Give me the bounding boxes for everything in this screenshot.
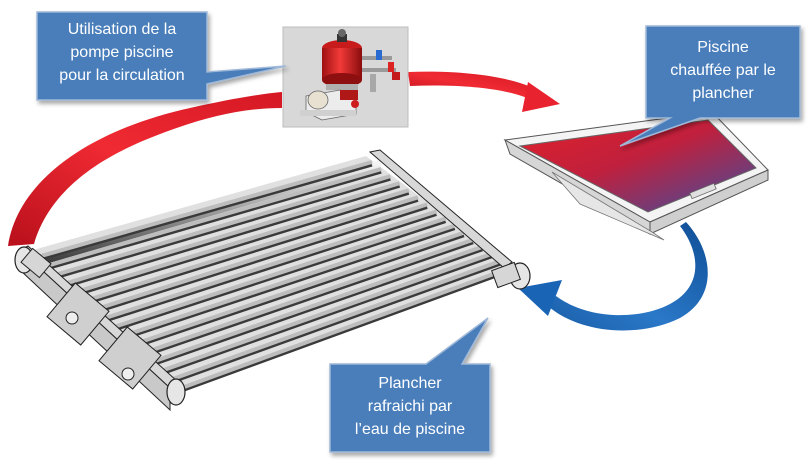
floor-tube-shadow [90,205,428,316]
floor-tube [99,209,438,322]
callout-pump [36,11,287,101]
callout-pool-text: Piscine chauffée par le plancher [646,36,800,105]
blue-flow-arrow [518,222,708,331]
floor-tube-shadow [99,213,437,325]
floor-tube-shadow [147,248,483,369]
callout-floor-line-3: l’eau de piscine [354,421,466,438]
floor-tube [137,237,474,357]
floor-tube-shadow [33,163,373,263]
callout-pool-line-1: Piscine [697,39,749,56]
floor-tube [42,167,382,269]
callout-pump-line-2: pompe piscine [70,44,174,61]
floor-tube [109,216,447,331]
callout-floor-line-1: Plancher [378,375,442,392]
callout-pump-line-3: pour la circulation [59,67,185,84]
floor-tube-shadow [128,234,465,351]
callout-pump-line-1: Utilisation de la [67,21,177,38]
pool-basin-icon [503,111,769,241]
floor-tube [52,174,391,278]
floor-tube [80,195,419,304]
floor-tube [90,202,428,313]
floor-tube-shadow [109,220,447,333]
red-flow-arrow-arc [8,92,282,246]
floor-tube-shadow [80,198,419,307]
floor-tube [175,266,511,392]
floor-tube-shadow [43,170,382,272]
floor-tube-shadow [52,177,391,281]
floor-tube [165,259,502,384]
callout-floor [329,317,491,453]
floor-fittings [14,246,531,406]
floor-tube [33,160,373,260]
floor-tube [118,223,456,340]
heating-floor-panel-icon [14,149,531,412]
callout-pool-line-3: plancher [692,85,754,102]
floor-tube [128,230,465,348]
floor-tube [156,251,493,375]
callout-pump-text: Utilisation de la pompe piscine pour la … [37,18,207,87]
floor-tube-shadow [61,184,401,289]
floor-tube-shadow [166,262,502,386]
callout-floor-line-2: rafraichi par [367,398,453,415]
floor-tube-shadow [137,241,474,360]
floor-tube [146,244,484,366]
floor-tube-shadow [156,255,493,377]
floor-tube-shadow [71,191,410,298]
callout-pool [619,25,801,147]
floor-tube-shadow [118,227,456,342]
callout-pool-line-2: chauffée par le [670,62,776,79]
floor-tube-shadow [175,269,511,395]
pool-pump-filter-icon [282,26,409,128]
red-flow-arrow-right [408,71,560,112]
callout-floor-text: Plancher rafraichi par l’eau de piscine [330,372,490,441]
floor-tube [71,188,410,296]
floor-tube [61,181,401,287]
